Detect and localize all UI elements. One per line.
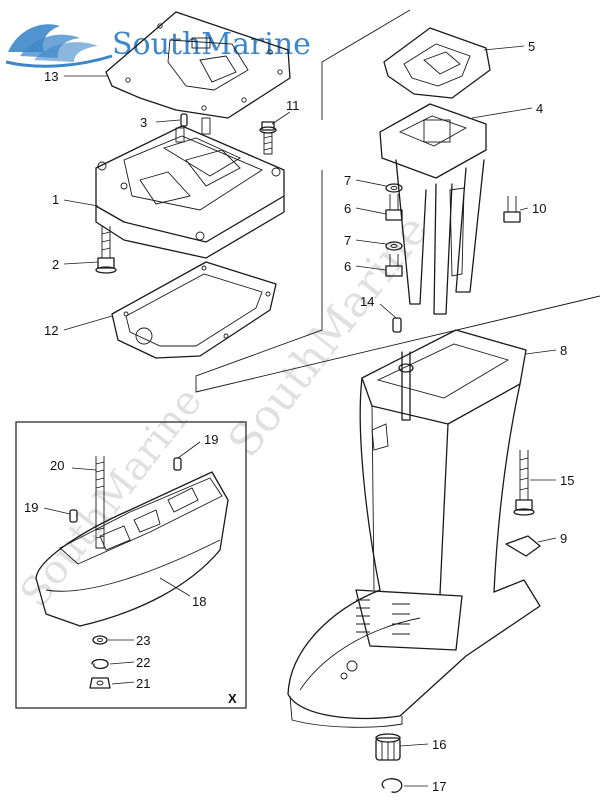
part-21-nut: [89, 677, 111, 689]
inset-label-x: X: [228, 691, 237, 706]
callout-18: 18: [192, 594, 206, 609]
callout-15: 15: [560, 473, 574, 488]
callout-6-upper: 6: [344, 201, 351, 216]
part-8-driveshaft-housing: [287, 329, 541, 728]
part-13-gasket: [105, 11, 291, 119]
leader-lines: [43, 45, 557, 787]
part-18-lower-cover: [35, 471, 229, 627]
part-20-stud: [95, 456, 105, 549]
callout-1: 1: [52, 192, 59, 207]
callout-20: 20: [50, 458, 64, 473]
part-4-exhaust-guide: [379, 103, 487, 315]
part-15-bolt: [513, 450, 535, 516]
part-16-bushing: [375, 733, 401, 761]
callout-3: 3: [140, 115, 147, 130]
part-1-upper-casing: [95, 117, 285, 259]
brand-name: SouthMarine: [112, 27, 311, 62]
callout-7-upper: 7: [344, 173, 351, 188]
part-9-cap: [505, 535, 541, 557]
callout-22: 22: [136, 655, 150, 670]
part-12-gasket: [111, 261, 277, 359]
callout-17: 17: [432, 779, 446, 794]
part-2-bolt: [95, 226, 117, 274]
callout-7-lower: 7: [344, 233, 351, 248]
callout-9: 9: [560, 531, 567, 546]
group-boundary-line: [195, 9, 601, 393]
brand-logo: SouthMarine: [5, 24, 311, 68]
callout-21: 21: [136, 676, 150, 691]
inset-view-x: [15, 421, 247, 709]
callout-14: 14: [360, 294, 374, 309]
part-19-pin-left: [69, 509, 78, 523]
callout-12: 12: [44, 323, 58, 338]
part-17-circlip: [381, 778, 403, 793]
part-6-bolt-lower: [385, 254, 403, 277]
callout-23: 23: [136, 633, 150, 648]
callout-5: 5: [528, 39, 535, 54]
part-19-pin-right: [173, 457, 182, 471]
part-5-gasket: [383, 27, 491, 99]
callout-4: 4: [536, 101, 543, 116]
callout-19-left: 19: [24, 500, 38, 515]
watermark-text-2: SouthMarine: [12, 379, 212, 616]
part-22-spring-washer: [91, 658, 109, 670]
callout-11: 11: [286, 98, 300, 113]
part-3-dowel-pin: [180, 113, 188, 127]
part-11-bolt: [259, 121, 277, 155]
callout-8: 8: [560, 343, 567, 358]
part-6-bolt-upper: [385, 194, 403, 221]
part-14-pin: [392, 317, 402, 333]
callout-13: 13: [44, 69, 58, 84]
callout-19-right: 19: [204, 432, 218, 447]
part-7-washer-lower: [385, 241, 403, 251]
callout-10: 10: [532, 201, 546, 216]
callout-6-lower: 6: [344, 259, 351, 274]
callout-16: 16: [432, 737, 446, 752]
part-23-washer: [92, 635, 108, 645]
callout-2: 2: [52, 257, 59, 272]
watermark-text-1: SouthMarine: [218, 205, 438, 466]
part-10-bolt: [503, 196, 521, 223]
part-7-washer-upper: [385, 183, 403, 193]
wave-logo-icon: [5, 24, 113, 68]
